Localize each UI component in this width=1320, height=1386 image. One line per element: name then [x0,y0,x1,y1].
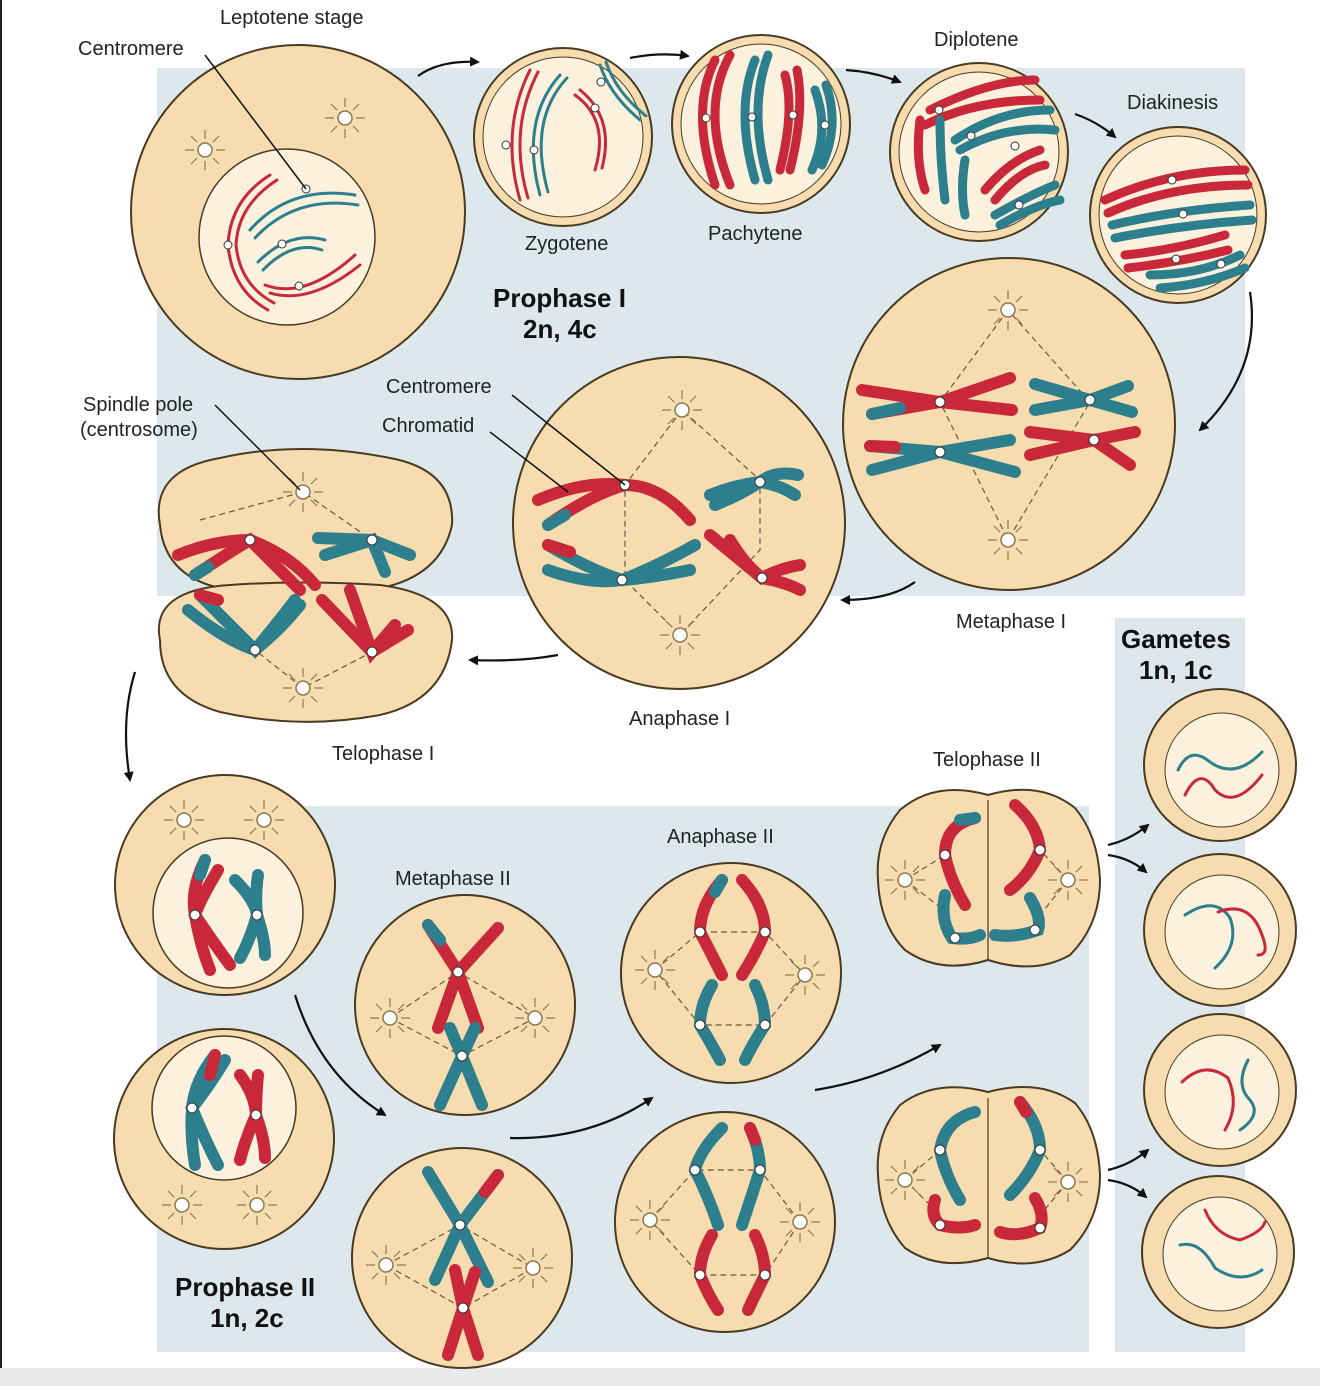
spindle-pole-sublabel: (centrosome) [80,419,198,441]
centrosome-icon [283,668,323,708]
metaphase-ii-cell-bottom [351,1147,573,1369]
centrosome-icon [1048,860,1088,900]
centrosome-icon [630,1200,670,1240]
zygotene-label: Zygotene [525,233,608,255]
chromatid-leader [489,431,569,493]
centrosome-icon [662,390,702,430]
centrosome-icon [785,955,825,995]
arrow [1107,823,1150,847]
arrow [1107,1148,1150,1172]
anaphase-i-cell [512,356,846,690]
spindle-pole-leader [214,404,301,491]
bottom-bar [0,1368,1320,1386]
telophase-ii-label: Telophase II [933,749,1041,771]
centrosome-icon [513,1248,553,1288]
metaphase-i-label: Metaphase I [956,611,1066,633]
centrosome-icon [780,1202,820,1242]
telophase-i-cell [157,448,454,723]
centrosome-icon [366,1245,406,1285]
arrow [629,49,690,60]
centrosome-icon [660,615,700,655]
gamete-cell [1143,688,1297,842]
pachytene-label: Pachytene [708,223,803,245]
prophase-ii-cell-bottom [113,1028,335,1250]
arrow [1074,112,1117,139]
centrosome-icon [237,1185,277,1225]
telophase-ii-cell-top [876,788,1102,968]
metaphase-ii-label: Metaphase II [395,868,511,890]
centrosome-icon [885,1160,925,1200]
chromatid-label: Chromatid [382,415,474,437]
prophase-i-heading: Prophase I [493,283,626,313]
diakinesis-cell [1089,126,1267,304]
telophase-i-label: Telophase I [332,743,434,765]
arrow [509,1096,654,1140]
arrow [1107,853,1148,874]
diakinesis-label: Diakinesis [1127,92,1218,114]
metaphase-i-cell [842,257,1176,591]
anaphase-ii-label: Anaphase II [667,826,774,848]
centrosome-icon [325,98,365,138]
centromere-leader [511,394,626,486]
centromere-label: Centromere [386,376,492,398]
centrosome-icon [244,800,284,840]
centrosome-icon [370,998,410,1038]
centromere-label-top: Centromere [78,38,184,60]
anaphase-ii-cell-top [620,862,842,1084]
pachytene-cell [671,34,851,214]
arrow [814,1043,942,1092]
prophase-i-ploidy: 2n, 4c [523,314,597,344]
diplotene-label: Diplotene [934,29,1019,51]
arrow [417,56,480,77]
centrosome-icon [1048,1162,1088,1202]
metaphase-ii-cell-top [354,894,576,1116]
arrow [840,581,916,605]
centrosome-icon [515,998,555,1038]
arrow [293,994,387,1117]
gamete-cell [1141,1175,1295,1329]
spindle-pole-label: Spindle pole [83,394,193,416]
gametes-ploidy: 1n, 1c [1139,655,1213,685]
prophase-ii-ploidy: 1n, 2c [210,1303,284,1333]
gamete-cell [1143,853,1297,1007]
leptotene-cell [130,44,466,380]
flow-arrows [123,49,1254,1199]
centromere-leader [204,54,307,190]
centrosome-icon [164,800,204,840]
arrow [1198,291,1254,432]
arrow [1107,1178,1148,1199]
anaphase-ii-cell-bottom [614,1111,836,1333]
anaphase-i-label: Anaphase I [629,708,730,730]
arrow [845,68,902,84]
zygotene-cell [473,47,653,227]
arrow [123,671,137,782]
centrosome-icon [185,130,225,170]
gamete-cell [1143,1013,1297,1167]
prophase-ii-cell-top [114,774,336,996]
centrosome-icon [885,860,925,900]
centrosome-icon [988,520,1028,560]
centrosome-icon [635,950,675,990]
leptotene-label: Leptotene stage [220,7,363,29]
centrosome-icon [162,1185,202,1225]
arrow [468,653,559,666]
centrosome-icon [988,290,1028,330]
diplotene-cell [889,62,1069,242]
telophase-ii-cell-bottom [876,1086,1102,1265]
gametes-heading: Gametes [1121,624,1231,654]
leader-lines [204,54,626,493]
prophase-ii-heading: Prophase II [175,1272,315,1302]
